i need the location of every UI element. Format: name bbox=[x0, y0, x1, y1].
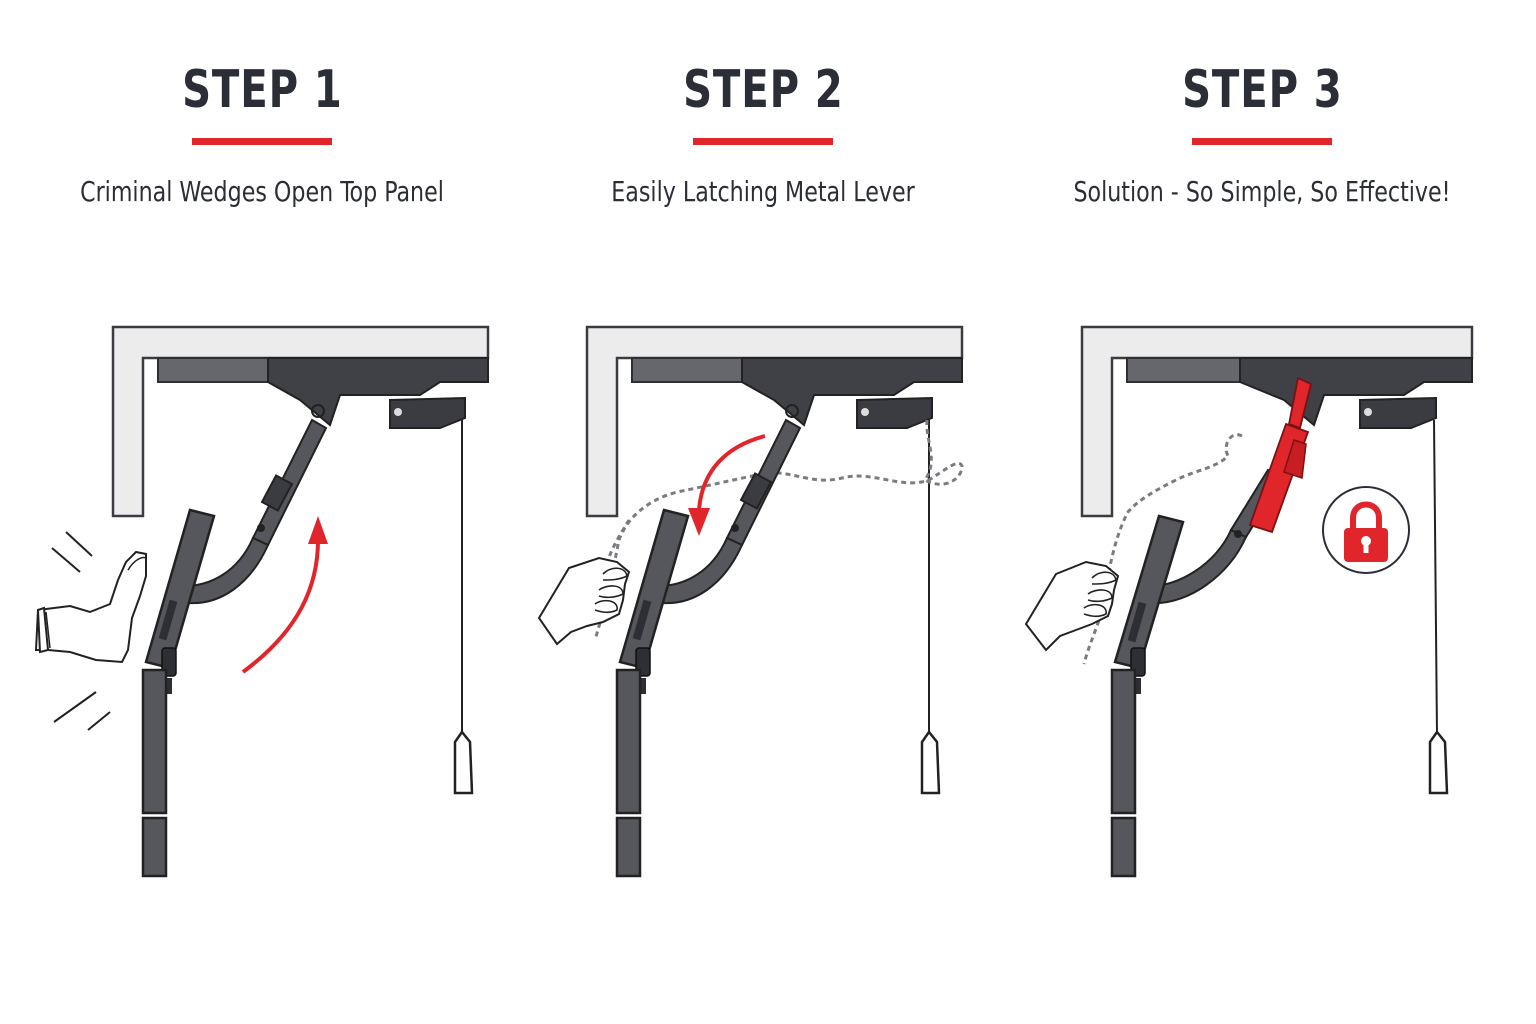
latch-arrow bbox=[697, 434, 766, 511]
step-2: STEP 2 Easily Latching Metal Lever bbox=[507, 0, 1019, 1024]
release-cable bbox=[1082, 433, 1243, 665]
step-3-caption: Solution - So Simple, So Effective! bbox=[1073, 175, 1451, 208]
padlock-icon bbox=[1322, 486, 1410, 574]
lower-door-panel bbox=[615, 668, 642, 815]
lower-door-panel bbox=[1110, 668, 1137, 815]
step-1-underline bbox=[192, 138, 332, 145]
security-lock-device bbox=[1248, 376, 1313, 534]
pull-handle bbox=[920, 729, 941, 795]
pull-handle bbox=[1428, 729, 1449, 795]
push-arrow bbox=[241, 539, 320, 674]
hand-with-hook-icon bbox=[537, 556, 631, 646]
hand-with-hook-icon bbox=[1024, 560, 1120, 652]
step-2-caption: Easily Latching Metal Lever bbox=[611, 175, 915, 208]
step-2-underline bbox=[693, 138, 833, 145]
pull-handle bbox=[453, 729, 474, 795]
kick-foot-icon bbox=[34, 531, 147, 731]
step-2-title: STEP 2 bbox=[682, 60, 844, 120]
step-1-illustration bbox=[34, 325, 490, 878]
step-1-header: STEP 1 bbox=[6, 58, 518, 145]
step-1-caption: Criminal Wedges Open Top Panel bbox=[80, 175, 444, 208]
step-3-underline bbox=[1192, 138, 1332, 145]
step-3: STEP 3 Solution - So Simple, So Effectiv… bbox=[1006, 0, 1518, 1024]
step-3-title: STEP 3 bbox=[1181, 60, 1343, 120]
step-3-illustration bbox=[1024, 325, 1474, 878]
door-frame bbox=[585, 325, 964, 518]
step-3-header: STEP 3 bbox=[1006, 58, 1518, 145]
operator-bracket bbox=[1239, 357, 1473, 427]
step-1: STEP 1 Criminal Wedges Open Top Panel bbox=[0, 0, 512, 1024]
step-1-title: STEP 1 bbox=[181, 60, 343, 120]
door-frame bbox=[1080, 325, 1474, 518]
step-2-illustration bbox=[537, 325, 964, 878]
lower-door-panel bbox=[141, 668, 168, 815]
step-2-header: STEP 2 bbox=[507, 58, 1019, 145]
door-frame bbox=[111, 325, 490, 518]
